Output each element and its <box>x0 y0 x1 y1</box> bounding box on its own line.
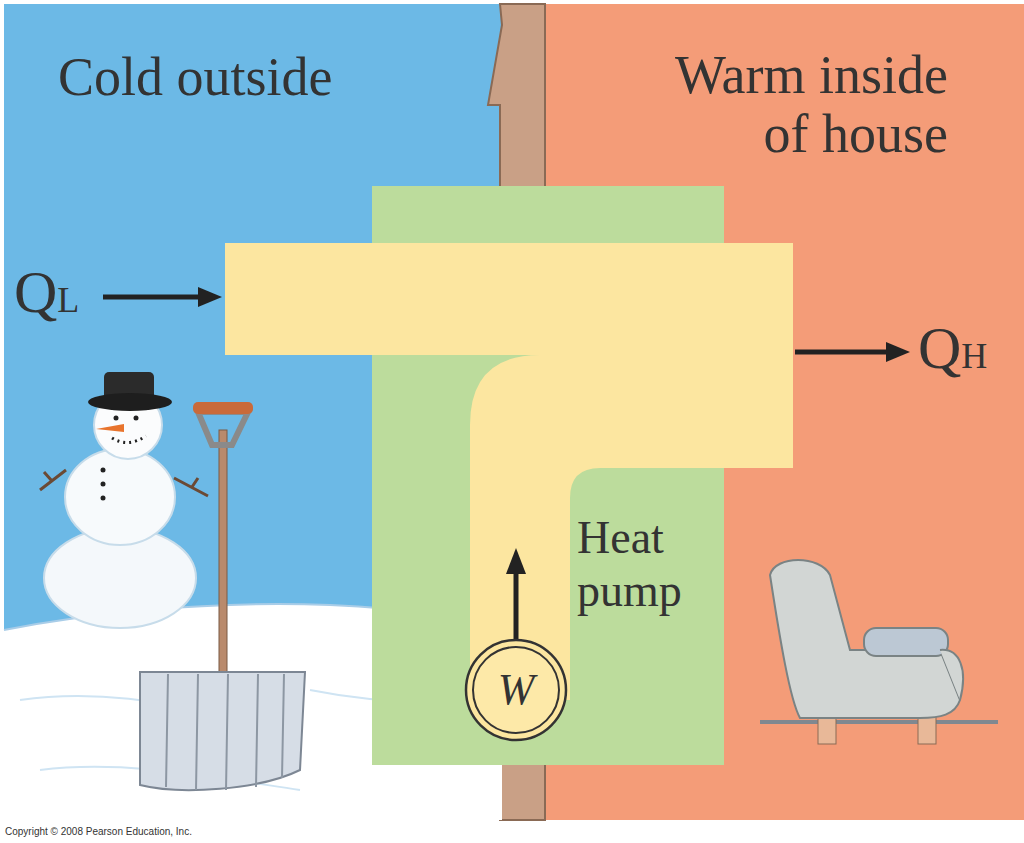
snowman <box>40 372 208 628</box>
snow-shovel <box>140 402 305 790</box>
flow-arrows <box>103 287 910 644</box>
node-text: Warm inside of house <box>638 46 948 165</box>
node-text: Heat pump <box>577 512 712 618</box>
node-text: Cold outside <box>58 46 388 108</box>
cold-region-box: Cold outside <box>0 0 502 820</box>
node-text: W <box>464 668 568 712</box>
heat-symbol: QH <box>918 318 987 378</box>
heat-symbol: QL <box>14 262 79 322</box>
copyright-note: Copyright © 2008 Pearson Education, Inc. <box>5 826 192 837</box>
warm-region-box: Warm inside of house <box>545 0 1024 820</box>
armchair <box>760 560 998 744</box>
heat-pump-box: Heat pumpW <box>372 186 724 765</box>
working-fluid-path <box>225 243 793 700</box>
work-input-circle: W <box>464 638 568 742</box>
